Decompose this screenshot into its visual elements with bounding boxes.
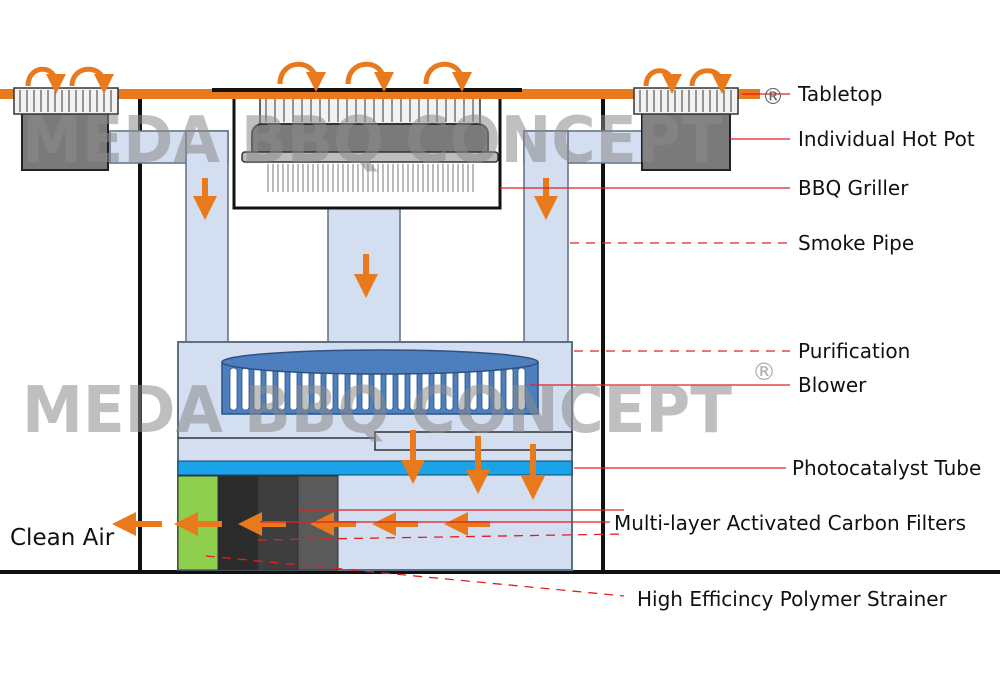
curl-arrow — [277, 61, 326, 92]
leader-carbon-3 — [257, 533, 625, 541]
blower-outlet-duct — [374, 431, 573, 451]
hot-pot-left — [13, 87, 119, 171]
label-photocatalyst: Photocatalyst Tube — [792, 456, 981, 480]
hot-pot-body — [641, 111, 731, 171]
watermarks: MEDA BBQ CONCEPT MEDA BBQ CONCEPT ® — [22, 104, 776, 448]
label-strainer: High Efficincy Polymer Strainer — [637, 587, 948, 611]
blower-slat — [229, 367, 238, 411]
label-purification: Purification — [798, 339, 910, 363]
smoke-curl-arrows — [25, 61, 732, 94]
hot-pot-body — [21, 111, 109, 171]
watermark-top: MEDA BBQ CONCEPT — [22, 104, 722, 178]
watermark-middle: MEDA BBQ CONCEPT — [22, 374, 732, 448]
hot-pot-right — [633, 87, 739, 171]
tabletop-registered-mark: ® — [762, 85, 784, 110]
blower — [221, 349, 539, 415]
leader-lines — [205, 93, 790, 597]
label-hot-pot: Individual Hot Pot — [798, 127, 975, 151]
leader-strainer — [205, 555, 625, 597]
curl-arrow — [345, 61, 394, 92]
hot-pot-grate — [633, 87, 739, 115]
down-flow-arrows — [193, 178, 558, 500]
hot-pot-grate-bars — [639, 90, 732, 112]
label-smoke-pipe: Smoke Pipe — [798, 231, 914, 255]
curl-arrow — [689, 68, 732, 94]
grill-pan-rim — [241, 151, 499, 163]
blower-top — [221, 349, 539, 375]
photocatalyst-tube — [177, 460, 573, 476]
curl-arrow — [643, 68, 682, 94]
smoke-pipe-left-vertical — [185, 130, 229, 343]
label-griller: BBQ Griller — [798, 176, 909, 200]
watermark-registered-mark: ® — [752, 358, 776, 386]
curl-arrow — [69, 66, 114, 94]
griller-housing — [232, 94, 502, 210]
heating-element — [267, 164, 474, 192]
labels: Tabletop Individual Hot Pot BBQ Griller … — [10, 82, 981, 611]
label-tabletop: Tabletop — [797, 82, 883, 106]
label-carbon-filters: Multi-layer Activated Carbon Filters — [614, 511, 966, 535]
label-blower: Blower — [798, 373, 867, 397]
curl-arrow — [25, 66, 66, 94]
label-clean-air: Clean Air — [10, 525, 115, 551]
curl-arrow — [423, 61, 472, 92]
